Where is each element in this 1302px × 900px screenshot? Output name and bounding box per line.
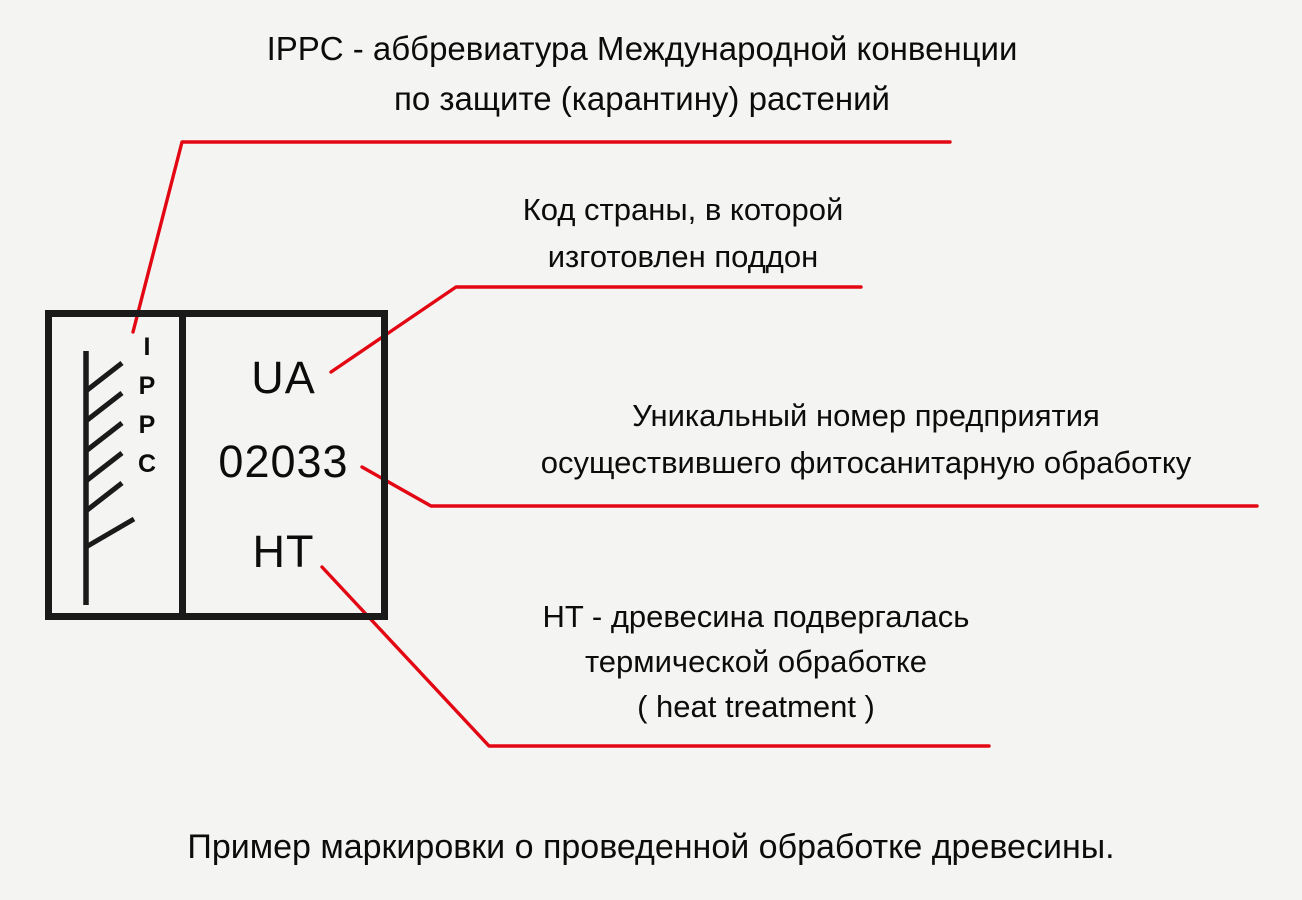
wheat-ear-icon	[83, 351, 136, 605]
annotation-heat-treatment: HT - древесина подвергалась термической …	[456, 594, 1056, 729]
annotation-ht-line3: ( heat treatment )	[637, 689, 875, 724]
annotation-country-code: Код страны, в которой изготовлен поддон	[433, 186, 933, 280]
annotation-ht-line2: термической обработке	[584, 644, 928, 679]
annotation-country-line2: изготовлен поддон	[547, 239, 819, 274]
annotation-ht-line1: HT - древесина подвергалась	[542, 599, 970, 634]
treatment-code-text: HT	[252, 526, 315, 577]
caption-text: Пример маркировки о проведенной обработк…	[187, 828, 1115, 866]
country-code-text: UA	[251, 352, 316, 403]
annotation-ippc-line1: IPPC - аббревиатура Международной конвен…	[266, 30, 1018, 67]
stamp-logo-cell: IPPC	[52, 317, 186, 613]
connector-line-country-code	[329, 285, 863, 374]
annotation-ippc: IPPC - аббревиатура Международной конвен…	[142, 24, 1142, 124]
annotation-enterprise-number: Уникальный номер предприятия осуществивш…	[396, 392, 1302, 486]
enterprise-number-text: 02033	[218, 436, 349, 487]
annotation-country-line1: Код страны, в которой	[522, 192, 844, 227]
annotation-enterprise-line1: Уникальный номер предприятия	[632, 398, 1100, 433]
ippc-vertical-letters: IPPC	[133, 333, 161, 489]
ippc-stamp: IPPC UA 02033 HT	[45, 310, 388, 620]
stamp-code-cell: UA 02033 HT	[186, 317, 381, 613]
annotation-ippc-line2: по защите (карантину) растений	[394, 80, 890, 117]
annotation-enterprise-line2: осуществившего фитосанитарную обработку	[540, 445, 1192, 480]
